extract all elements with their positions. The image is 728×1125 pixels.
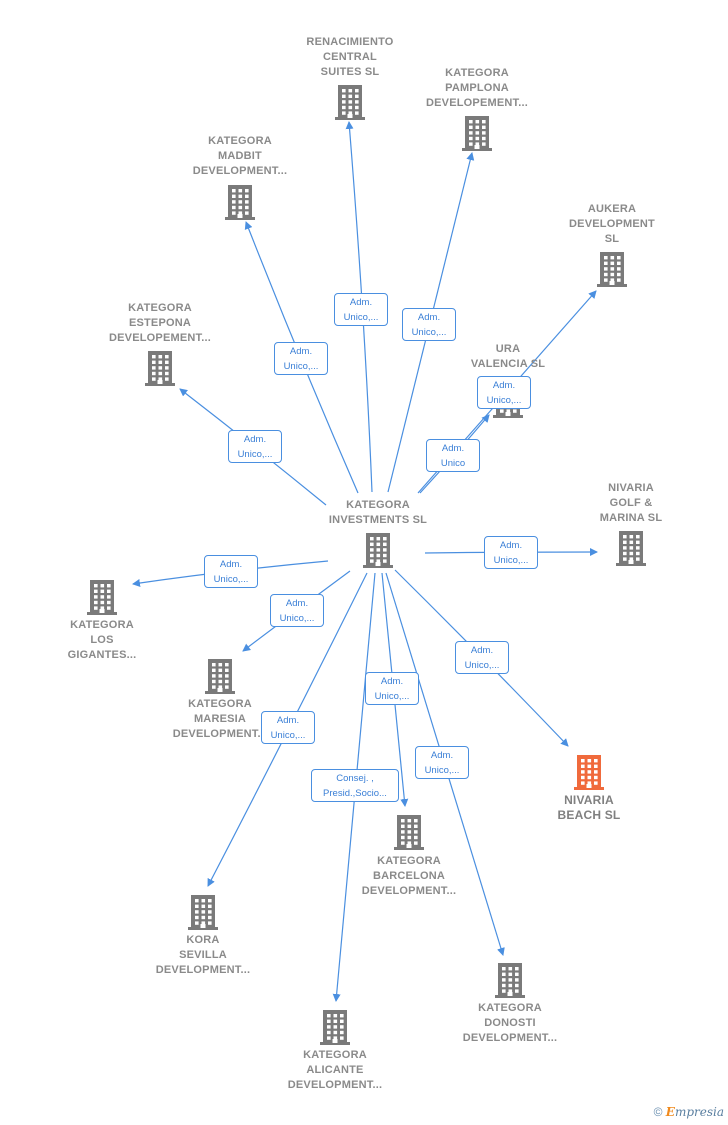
- company-node-barcelona-label: KATEGORA BARCELONA DEVELOPMENT...: [361, 855, 457, 897]
- edge-role-label[interactable]: Adm. Unico,...: [204, 555, 258, 588]
- edge-role-label[interactable]: Adm. Unico,...: [484, 536, 538, 569]
- brand-initial: E: [665, 1105, 675, 1119]
- edge-role-label[interactable]: Adm. Unico,...: [261, 711, 315, 744]
- footer-brand: © Empresia: [654, 1105, 724, 1119]
- company-node-gigantes-label: KATEGORA LOS GIGANTES...: [67, 619, 137, 661]
- company-node-donosti[interactable]: KATEGORA DONOSTI DEVELOPMENT...: [435, 962, 585, 1046]
- company-node-alicante[interactable]: KATEGORA ALICANTE DEVELOPMENT...: [260, 1009, 410, 1093]
- company-node-barcelona[interactable]: KATEGORA BARCELONA DEVELOPMENT...: [334, 814, 484, 899]
- building-icon: [574, 755, 604, 790]
- edge-role-label[interactable]: Adm. Unico,...: [274, 342, 328, 375]
- company-node-donosti-label: KATEGORA DONOSTI DEVELOPMENT...: [462, 1002, 558, 1044]
- building-icon: [87, 580, 117, 615]
- edge-role-label[interactable]: Adm. Unico,...: [334, 293, 388, 326]
- building-icon: [225, 185, 255, 220]
- edge-role-label[interactable]: Adm. Unico,...: [415, 746, 469, 779]
- edge-role-label[interactable]: Adm. Unico,...: [270, 594, 324, 627]
- company-node-aukera-label: AUKERA DEVELOPMENT SL: [569, 203, 655, 245]
- company-node-estepona-label: KATEGORA ESTEPONA DEVELOPEMENT...: [108, 302, 212, 344]
- company-node-maresia[interactable]: KATEGORA MARESIA DEVELOPMENT...: [145, 658, 295, 742]
- company-node-pamplona-label: KATEGORA PAMPLONA DEVELOPEMENT...: [425, 67, 529, 109]
- brand-name: mpresia: [674, 1105, 724, 1119]
- edge-role-label[interactable]: Adm. Unico,...: [477, 376, 531, 409]
- edge-role-label[interactable]: Adm. Unico,...: [455, 641, 509, 674]
- building-icon: [597, 252, 627, 287]
- building-icon: [145, 351, 175, 386]
- company-node-ura-label: URA VALENCIA SL: [470, 343, 546, 370]
- building-icon: [205, 659, 235, 694]
- building-icon: [335, 85, 365, 120]
- edge-role-label[interactable]: Adm. Unico,...: [365, 672, 419, 705]
- edge-role-label[interactable]: Consej. , Presid.,Socio...: [311, 769, 399, 802]
- building-icon: [616, 531, 646, 566]
- company-node-gigantes[interactable]: KATEGORA LOS GIGANTES...: [27, 579, 177, 663]
- center-company-node[interactable]: KATEGORA INVESTMENTS SL: [303, 498, 453, 568]
- edge-role-label[interactable]: Adm. Unico: [426, 439, 480, 472]
- company-node-nivaria-beach[interactable]: NIVARIA BEACH SL: [514, 754, 664, 823]
- copyright-symbol: ©: [653, 1105, 663, 1119]
- company-node-madbit[interactable]: KATEGORA MADBIT DEVELOPMENT...: [165, 134, 315, 220]
- building-icon: [462, 116, 492, 151]
- company-node-renacimiento[interactable]: RENACIMIENTO CENTRAL SUITES SL: [275, 35, 425, 120]
- building-icon: [495, 963, 525, 998]
- company-node-nivaria-beach-label: NIVARIA BEACH SL: [557, 793, 621, 822]
- company-node-alicante-label: KATEGORA ALICANTE DEVELOPMENT...: [287, 1049, 383, 1091]
- company-node-nivaria-golf[interactable]: NIVARIA GOLF & MARINA SL: [556, 481, 706, 566]
- building-icon: [363, 533, 393, 568]
- company-node-madbit-label: KATEGORA MADBIT DEVELOPMENT...: [192, 135, 288, 177]
- edge-role-label[interactable]: Adm. Unico,...: [402, 308, 456, 341]
- company-node-estepona[interactable]: KATEGORA ESTEPONA DEVELOPEMENT...: [85, 301, 235, 386]
- building-icon: [188, 895, 218, 930]
- company-node-aukera[interactable]: AUKERA DEVELOPMENT SL: [537, 202, 687, 287]
- company-node-sevilla[interactable]: KORA SEVILLA DEVELOPMENT...: [128, 894, 278, 978]
- edge-role-label[interactable]: Adm. Unico,...: [228, 430, 282, 463]
- company-node-nivaria-golf-label: NIVARIA GOLF & MARINA SL: [599, 482, 663, 524]
- company-node-maresia-label: KATEGORA MARESIA DEVELOPMENT...: [172, 698, 268, 740]
- company-node-sevilla-label: KORA SEVILLA DEVELOPMENT...: [155, 934, 251, 976]
- building-icon: [320, 1010, 350, 1045]
- company-node-pamplona[interactable]: KATEGORA PAMPLONA DEVELOPEMENT...: [402, 66, 552, 151]
- center-company-node-label: KATEGORA INVESTMENTS SL: [328, 499, 428, 526]
- building-icon: [394, 815, 424, 850]
- company-node-renacimiento-label: RENACIMIENTO CENTRAL SUITES SL: [306, 36, 394, 78]
